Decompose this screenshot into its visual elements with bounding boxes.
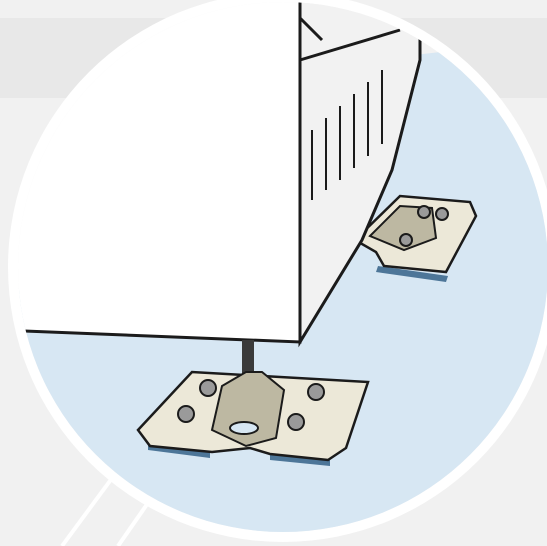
magnifier-illustration <box>0 0 547 546</box>
